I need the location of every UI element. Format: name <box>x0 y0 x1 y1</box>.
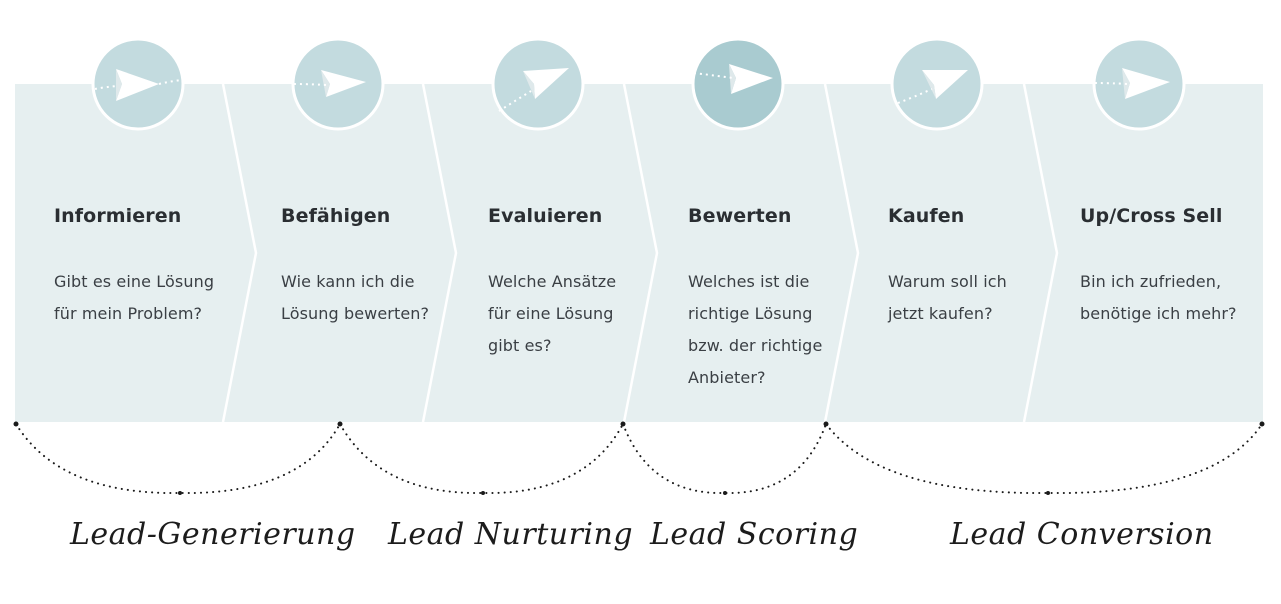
stage-up-cross-sell: Up/Cross Sell Bin ich zufrieden, benötig… <box>1080 37 1237 323</box>
stage-title: Up/Cross Sell <box>1080 205 1223 227</box>
chevron-separator-3 <box>622 83 659 423</box>
phase-label-lead-generierung: Lead-Generierung <box>70 517 356 552</box>
chevron-separator-5 <box>1022 83 1059 423</box>
phase-arc-1 <box>15 423 341 495</box>
paper-plane-icon <box>291 37 385 131</box>
phase-node <box>337 421 343 427</box>
phase-arc-midpoint <box>1046 491 1050 495</box>
stage-question: Welche Ansätze für eine Lösung gibt es? <box>488 272 617 355</box>
stage-question: Wie kann ich die Lösung bewerten? <box>281 272 430 323</box>
phase-label-lead-conversion: Lead Conversion <box>950 517 1214 552</box>
chevron-separator-2 <box>421 83 458 423</box>
stage-kaufen: Kaufen Warum soll ich jetzt kaufen? <box>888 37 1007 323</box>
chevron-separator-1 <box>221 83 258 423</box>
phase-arc-3 <box>622 423 827 495</box>
phase-node <box>1259 421 1265 427</box>
chevron-separator-4 <box>823 83 860 423</box>
stage-question: Gibt es eine Lösung für mein Problem? <box>54 272 215 323</box>
phase-arc-midpoint <box>481 491 485 495</box>
stage-informieren: Informieren Gibt es eine Lösung für mein… <box>54 37 215 323</box>
stage-title: Informieren <box>54 205 182 227</box>
stage-befaehigen: Befähigen Wie kann ich die Lösung bewert… <box>281 37 430 323</box>
phase-label-lead-scoring: Lead Scoring <box>650 517 859 552</box>
stage-title: Bewerten <box>688 205 792 227</box>
phase-label-lead-nurturing: Lead Nurturing <box>388 517 634 552</box>
stage-title: Befähigen <box>281 205 391 227</box>
chevron-separators <box>221 83 1059 423</box>
stage-title: Evaluieren <box>488 205 603 227</box>
phase-node <box>13 421 19 427</box>
stage-title: Kaufen <box>888 205 965 227</box>
paper-plane-icon <box>491 37 585 131</box>
paper-plane-icon <box>1092 37 1186 131</box>
stage-question: Welches ist die richtige Lösung bzw. der… <box>688 272 823 387</box>
phase-arc-2 <box>339 423 624 495</box>
band-background <box>15 84 1263 422</box>
phase-arc-midpoint <box>723 491 727 495</box>
stage-bewerten: Bewerten Welches ist die richtige Lösung… <box>688 37 823 387</box>
stage-evaluieren: Evaluieren Welche Ansätze für eine Lösun… <box>488 37 617 355</box>
stage-question: Bin ich zufrieden, benötige ich mehr? <box>1080 272 1237 323</box>
phase-arc-4 <box>825 423 1263 495</box>
paper-plane-icon <box>890 37 984 131</box>
stage-question: Warum soll ich jetzt kaufen? <box>888 272 1007 323</box>
phase-node <box>620 421 626 427</box>
paper-plane-icon <box>691 37 785 131</box>
phase-node <box>823 421 829 427</box>
paper-plane-icon <box>91 37 185 131</box>
phase-arc-midpoint <box>178 491 182 495</box>
